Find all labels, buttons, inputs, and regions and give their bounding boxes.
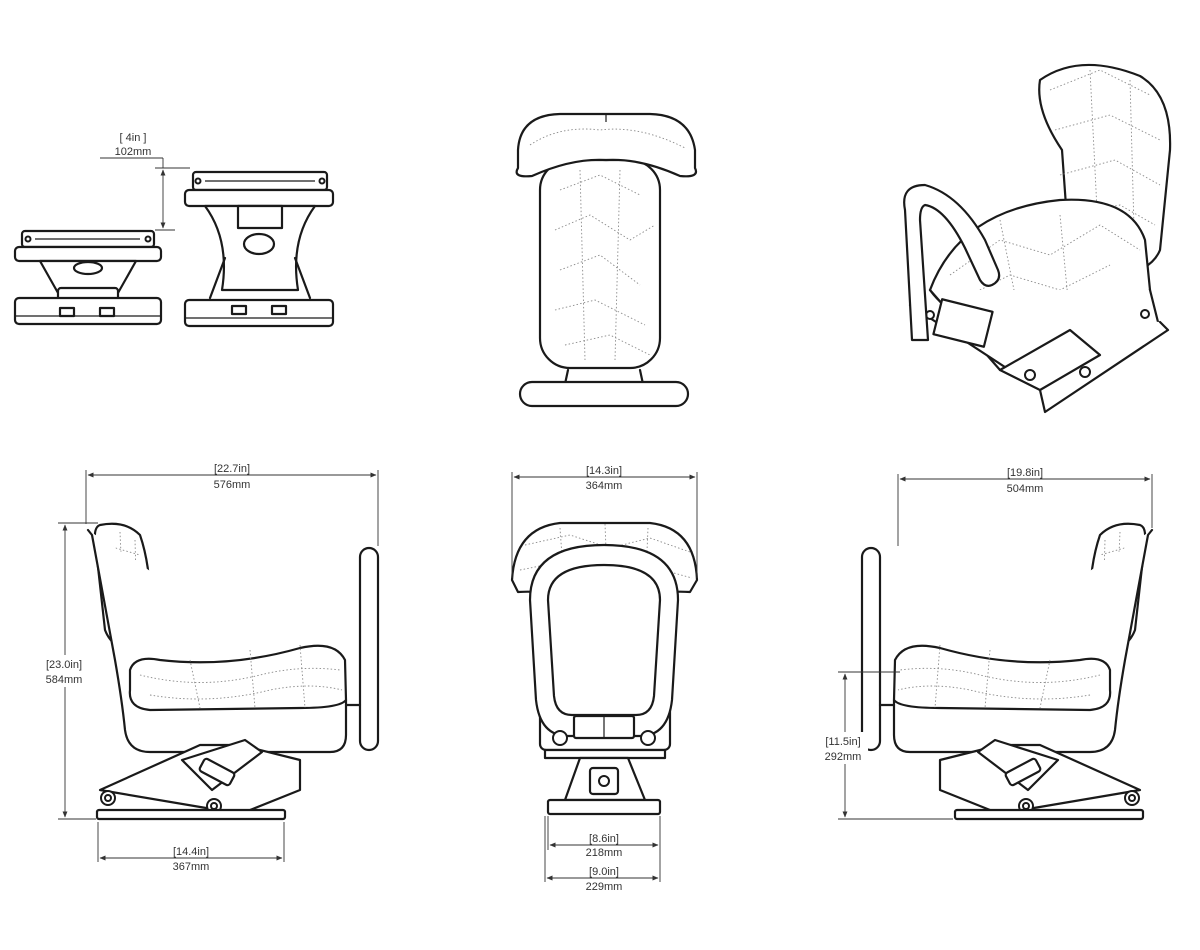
- side-height-metric: 584mm: [46, 674, 83, 686]
- seat-top-view: [515, 112, 698, 408]
- right-depth-dimension: [19.8in] 504mm: [897, 467, 1153, 546]
- side-height-dimension: [23.0in] 584mm: [40, 522, 98, 820]
- side-base-depth-dimension: [14.4in] 367mm: [97, 822, 285, 873]
- right-seat-height-imperial: [11.5in]: [825, 736, 860, 748]
- pedestal-low-view: [13, 229, 163, 326]
- front-base-inner-metric: 218mm: [586, 847, 623, 859]
- side-depth-dimension: [22.7in] 576mm: [85, 463, 379, 546]
- pedestal-rise-metric: 102mm: [115, 146, 152, 158]
- right-depth-imperial: [19.8in]: [1007, 467, 1043, 479]
- side-height-imperial: [23.0in]: [46, 659, 82, 671]
- side-base-depth-metric: 367mm: [173, 861, 210, 873]
- seat-isometric-view: [903, 63, 1172, 414]
- pedestal-high-view: [183, 170, 335, 328]
- seat-side-view-right: [860, 522, 1154, 821]
- front-width-imperial: [14.3in]: [586, 465, 622, 477]
- seat-front-view: [510, 521, 699, 816]
- pedestal-rise-imperial: [ 4in ]: [120, 132, 147, 144]
- front-width-metric: 364mm: [586, 480, 623, 492]
- front-base-outer-imperial: [9.0in]: [589, 866, 619, 878]
- side-depth-metric: 576mm: [214, 479, 251, 491]
- front-base-inner-imperial: [8.6in]: [589, 833, 619, 845]
- front-base-width-dimensions: [8.6in] 218mm [9.0in] 229mm: [544, 816, 661, 893]
- right-seat-height-metric: 292mm: [825, 751, 862, 763]
- front-base-outer-metric: 229mm: [586, 881, 623, 893]
- side-depth-imperial: [22.7in]: [214, 463, 250, 475]
- right-seat-height-dimension: [11.5in] 292mm: [818, 671, 953, 820]
- pedestal-rise-dimension: [ 4in ] 102mm: [100, 132, 190, 231]
- right-depth-metric: 504mm: [1007, 483, 1044, 495]
- seat-side-view-left: [86, 522, 380, 821]
- front-width-dimension: [14.3in] 364mm: [511, 465, 698, 578]
- side-base-depth-imperial: [14.4in]: [173, 846, 209, 858]
